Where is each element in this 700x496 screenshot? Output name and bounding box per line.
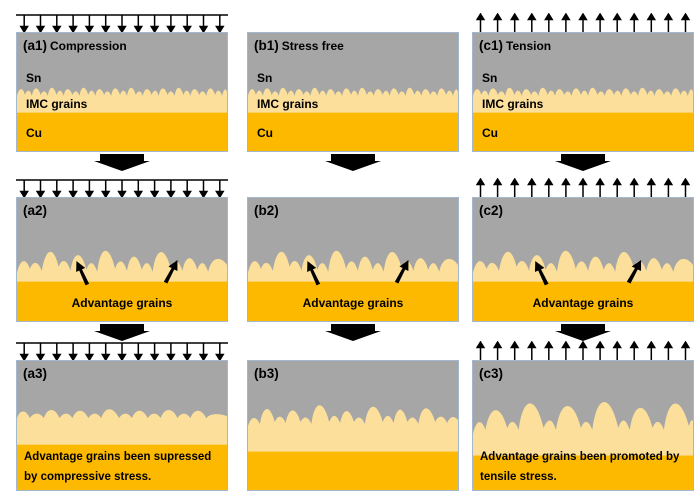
layer-label-imc: IMC grains	[482, 97, 544, 111]
panel-id: (b2)	[254, 203, 279, 218]
panel-id: (b1)	[254, 38, 279, 53]
layer-graphic-a1	[17, 33, 227, 151]
panel-b1: (b1)Stress free Sn IMC grains Cu	[247, 32, 459, 152]
panel-a1: (a1)Compression Sn IMC grains Cu	[16, 32, 228, 152]
panel-label-a1: (a1)Compression	[23, 37, 127, 55]
stress-title: Compression	[50, 39, 127, 53]
panel-label-c2: (c2)	[479, 202, 503, 220]
advantage-grains-annotation: Advantage grains	[71, 296, 173, 310]
panel-label-c1: (c1)Tension	[479, 37, 551, 55]
layer-graphic-b3	[248, 361, 458, 490]
layer-label-cu: Cu	[482, 126, 498, 140]
transition-arrow-icon	[325, 154, 381, 171]
compression-arrows-a2	[16, 178, 228, 197]
stress-title: Tension	[506, 39, 552, 53]
compression-arrows-a1	[16, 13, 228, 32]
panel-label-b2: (b2)	[254, 202, 279, 220]
panel-id: (a1)	[23, 38, 48, 53]
panel-b3: (b3)	[247, 360, 459, 491]
panel-id: (b3)	[254, 366, 279, 381]
layer-label-sn: Sn	[482, 71, 498, 85]
compression-arrows-a3	[16, 341, 228, 360]
layer-label-sn: Sn	[257, 71, 273, 85]
tension-arrows-c3	[472, 341, 694, 360]
caption-tension-result: Advantage grains been promoted by tensil…	[480, 450, 680, 483]
layer-graphic-c3	[473, 361, 693, 490]
caption-compression-result: Advantage grains been supressed by compr…	[24, 450, 212, 483]
transition-arrow-icon	[555, 154, 611, 171]
panel-b2: (b2) Advantage grains	[247, 197, 459, 322]
panel-c3: (c3) Advantage grains been promoted by t…	[472, 360, 694, 491]
panel-id: (a2)	[23, 203, 48, 218]
panel-id: (a3)	[23, 366, 48, 381]
panel-label-b3: (b3)	[254, 365, 279, 383]
panel-id: (c2)	[479, 203, 504, 218]
transition-arrow-icon	[555, 324, 611, 341]
layer-label-cu: Cu	[257, 126, 273, 140]
advantage-grains-annotation: Advantage grains	[532, 296, 634, 310]
layer-graphic-a3	[17, 361, 227, 490]
panel-c1: (c1)Tension Sn IMC grains Cu	[472, 32, 694, 152]
advantage-grains-annotation: Advantage grains	[302, 296, 404, 310]
panel-label-c3: (c3)	[479, 365, 503, 383]
panel-c2: (c2) Advantage grains	[472, 197, 694, 322]
layer-graphic-b1	[248, 33, 458, 151]
panel-label-a2: (a2)	[23, 202, 47, 220]
layer-graphic-a2	[17, 198, 227, 321]
panel-label-a3: (a3)	[23, 365, 47, 383]
tension-arrows-c1	[472, 13, 694, 32]
panel-id: (c1)	[479, 38, 504, 53]
panel-label-b1: (b1)Stress free	[254, 37, 344, 55]
transition-arrow-icon	[94, 324, 150, 341]
layer-label-sn: Sn	[26, 71, 42, 85]
transition-arrow-icon	[94, 154, 150, 171]
panel-a3: (a3) Advantage grains been supressed by …	[16, 360, 228, 491]
tension-arrows-c2	[472, 178, 694, 197]
layer-graphic-c1	[473, 33, 693, 151]
layer-graphic-c2	[473, 198, 693, 321]
panel-a2: (a2) Advantage grains	[16, 197, 228, 322]
stress-title: Stress free	[281, 39, 344, 53]
layer-label-imc: IMC grains	[257, 97, 319, 111]
layer-label-cu: Cu	[26, 126, 42, 140]
layer-graphic-b2	[248, 198, 458, 321]
transition-arrow-icon	[325, 324, 381, 341]
panel-id: (c3)	[479, 366, 504, 381]
layer-label-imc: IMC grains	[26, 97, 88, 111]
